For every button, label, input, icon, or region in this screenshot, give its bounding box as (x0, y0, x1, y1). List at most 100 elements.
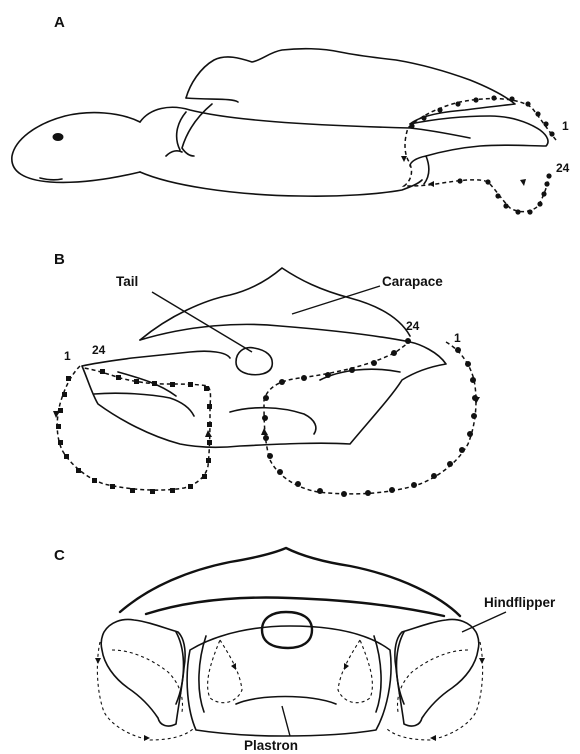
trajectory-point (457, 178, 462, 183)
trajectory-arrow (261, 428, 268, 435)
left-hindflipper (101, 620, 185, 727)
trajectory-point (431, 473, 437, 479)
trajectory-point (267, 453, 273, 459)
trajectory-point (207, 404, 212, 409)
trajectory-arrow (95, 658, 101, 664)
left-hindflipper-edge (94, 393, 194, 416)
turtle-head (12, 113, 140, 183)
panel-a-label: A (54, 14, 65, 31)
trajectory-point (150, 489, 155, 494)
trajectory-b-left-markers (53, 369, 212, 494)
trajectory-point (188, 382, 193, 387)
trajectory-point (409, 123, 414, 128)
trajectory-point (202, 474, 207, 479)
hindflipper-side (410, 116, 548, 184)
tail-front (262, 612, 312, 648)
trajectory-point (535, 111, 540, 116)
trajectory-point (470, 377, 476, 383)
trajectory-b-right-start-label: 1 (454, 331, 461, 345)
trajectory-arrow (520, 179, 526, 186)
trajectory-point (537, 201, 542, 206)
trajectory-point (491, 95, 496, 100)
trajectory-point (116, 375, 121, 380)
trajectory-point (543, 121, 548, 126)
trajectory-point (455, 347, 461, 353)
trajectory-point (188, 484, 193, 489)
tail (236, 348, 272, 375)
hindflipper-label: Hindflipper (484, 595, 556, 610)
trajectory-point (279, 379, 285, 385)
trajectory-arrow (344, 663, 349, 670)
trajectory-point (349, 367, 355, 373)
trajectory-point (471, 413, 477, 419)
trajectory-point (389, 487, 395, 493)
trajectory-point (301, 375, 307, 381)
trajectory-point (204, 386, 209, 391)
turtle-body-outline (140, 107, 470, 196)
trajectory-point (515, 209, 520, 214)
trajectory-point (130, 488, 135, 493)
carapace-side (186, 49, 515, 124)
trajectory-point (110, 484, 115, 489)
carapace-front (120, 548, 460, 616)
trajectory-arrow (53, 411, 60, 418)
trajectory-point (56, 424, 61, 429)
flipper-trajectory-c-right (338, 640, 483, 740)
carapace-label: Carapace (382, 274, 443, 289)
trajectory-point (277, 469, 283, 475)
trajectory-point (549, 131, 554, 136)
trajectory-a-start-label: 1 (562, 119, 569, 133)
trajectory-point (263, 435, 269, 441)
trajectory-point (485, 179, 490, 184)
trajectory-point (134, 379, 139, 384)
turtle-mouth (40, 178, 62, 180)
foreflipper (166, 104, 212, 156)
trajectory-point (391, 350, 397, 356)
trajectory-b-left-end-label: 24 (92, 343, 106, 357)
trajectory-point (62, 392, 67, 397)
trajectory-point (546, 173, 551, 178)
trajectory-b-right-end-label: 24 (406, 319, 420, 333)
trajectory-point (170, 382, 175, 387)
trajectory-point (64, 454, 69, 459)
hindflipper-leader-line (462, 612, 506, 632)
left-flipper-crease (176, 632, 184, 704)
right-hindflipper (395, 620, 479, 727)
trajectory-arrow (428, 181, 434, 187)
trajectory-arrow (205, 430, 212, 437)
panel-b: B (53, 251, 480, 497)
trajectory-point (411, 482, 417, 488)
trajectory-b-right-markers (261, 338, 480, 497)
tail-leader-line (152, 292, 252, 352)
trajectory-point (76, 468, 81, 473)
trajectory-point (295, 481, 301, 487)
panel-c: C Hindflipper Plastron (54, 547, 556, 753)
trajectory-point (263, 395, 269, 401)
trajectory-arrow (430, 735, 436, 741)
trajectory-point (58, 440, 63, 445)
carapace-rear (140, 268, 410, 340)
right-plastron-fold (374, 636, 381, 712)
left-plastron-fold (199, 636, 206, 712)
trajectory-point (503, 203, 508, 208)
trajectory-point (465, 361, 471, 367)
trajectory-a-end-label: 24 (556, 161, 570, 175)
plastron-leader-line (282, 706, 290, 736)
trajectory-point (170, 488, 175, 493)
trajectory-point (92, 478, 97, 483)
trajectory-point (467, 431, 473, 437)
turtle-eye (53, 133, 64, 141)
trajectory-point (495, 193, 500, 198)
plastron-label: Plastron (244, 738, 298, 753)
trajectory-point (544, 181, 549, 186)
trajectory-point (325, 372, 331, 378)
trajectory-point (455, 101, 460, 106)
trajectory-point (371, 360, 377, 366)
trajectory-point (541, 191, 546, 196)
trajectory-point (66, 376, 71, 381)
tail-label: Tail (116, 274, 138, 289)
carapace-rear-edge (140, 324, 410, 342)
trajectory-point (365, 490, 371, 496)
trajectory-a-markers (401, 95, 555, 214)
